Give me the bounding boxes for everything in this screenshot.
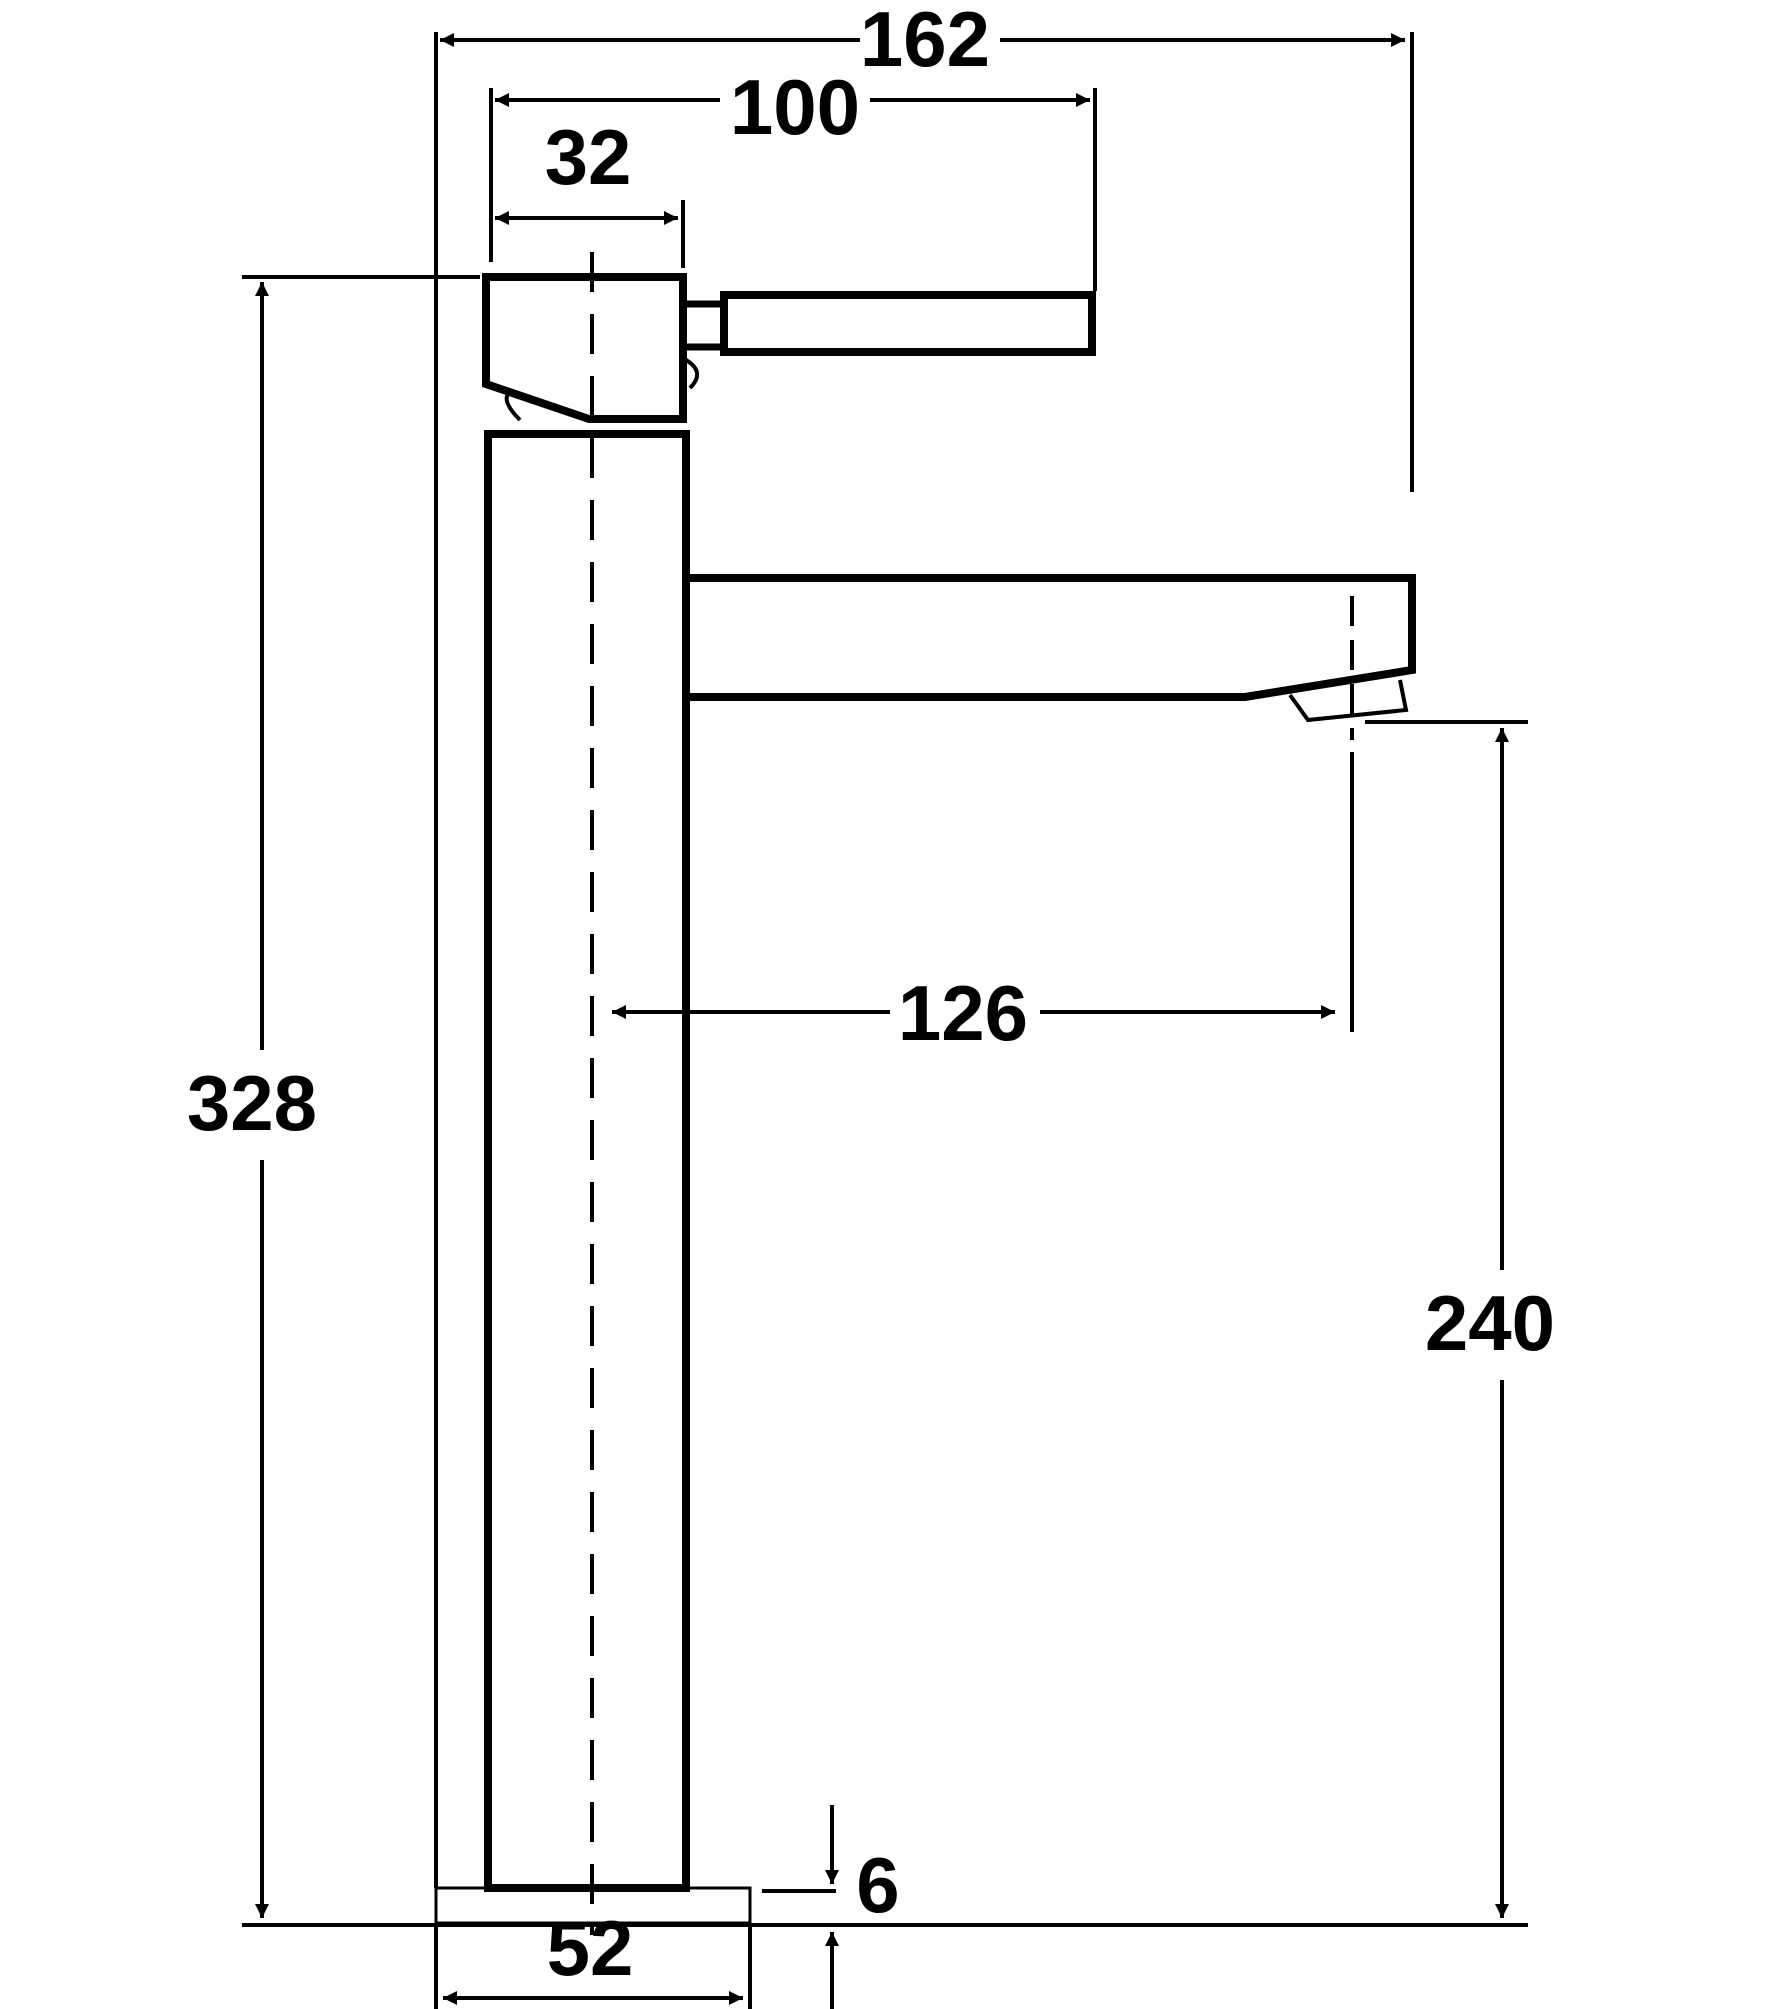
faucet-outline xyxy=(482,273,1416,1892)
spout xyxy=(686,574,1416,701)
label-spout-height: 240 xyxy=(1425,1279,1555,1367)
label-spout-reach: 126 xyxy=(898,969,1028,1057)
lever-connector xyxy=(683,300,728,351)
label-base-width: 52 xyxy=(547,1904,634,1992)
pivot-detail xyxy=(504,390,522,422)
faucet-column xyxy=(484,430,690,1892)
handle-housing xyxy=(482,273,687,423)
dimension-lines xyxy=(255,33,1509,2009)
aerator xyxy=(1288,679,1409,723)
dimension-labels: 162 100 32 328 126 240 6 52 xyxy=(187,0,1555,1992)
lever-bar xyxy=(720,291,1096,356)
label-handle-reach: 100 xyxy=(730,63,860,151)
label-base-thickness: 6 xyxy=(856,1841,899,1929)
label-overall-width: 162 xyxy=(860,0,990,83)
label-handle-body-width: 32 xyxy=(545,113,632,201)
extension-lines xyxy=(242,32,1528,2009)
label-overall-height: 328 xyxy=(187,1059,317,1147)
pivot-detail-right xyxy=(684,358,699,390)
